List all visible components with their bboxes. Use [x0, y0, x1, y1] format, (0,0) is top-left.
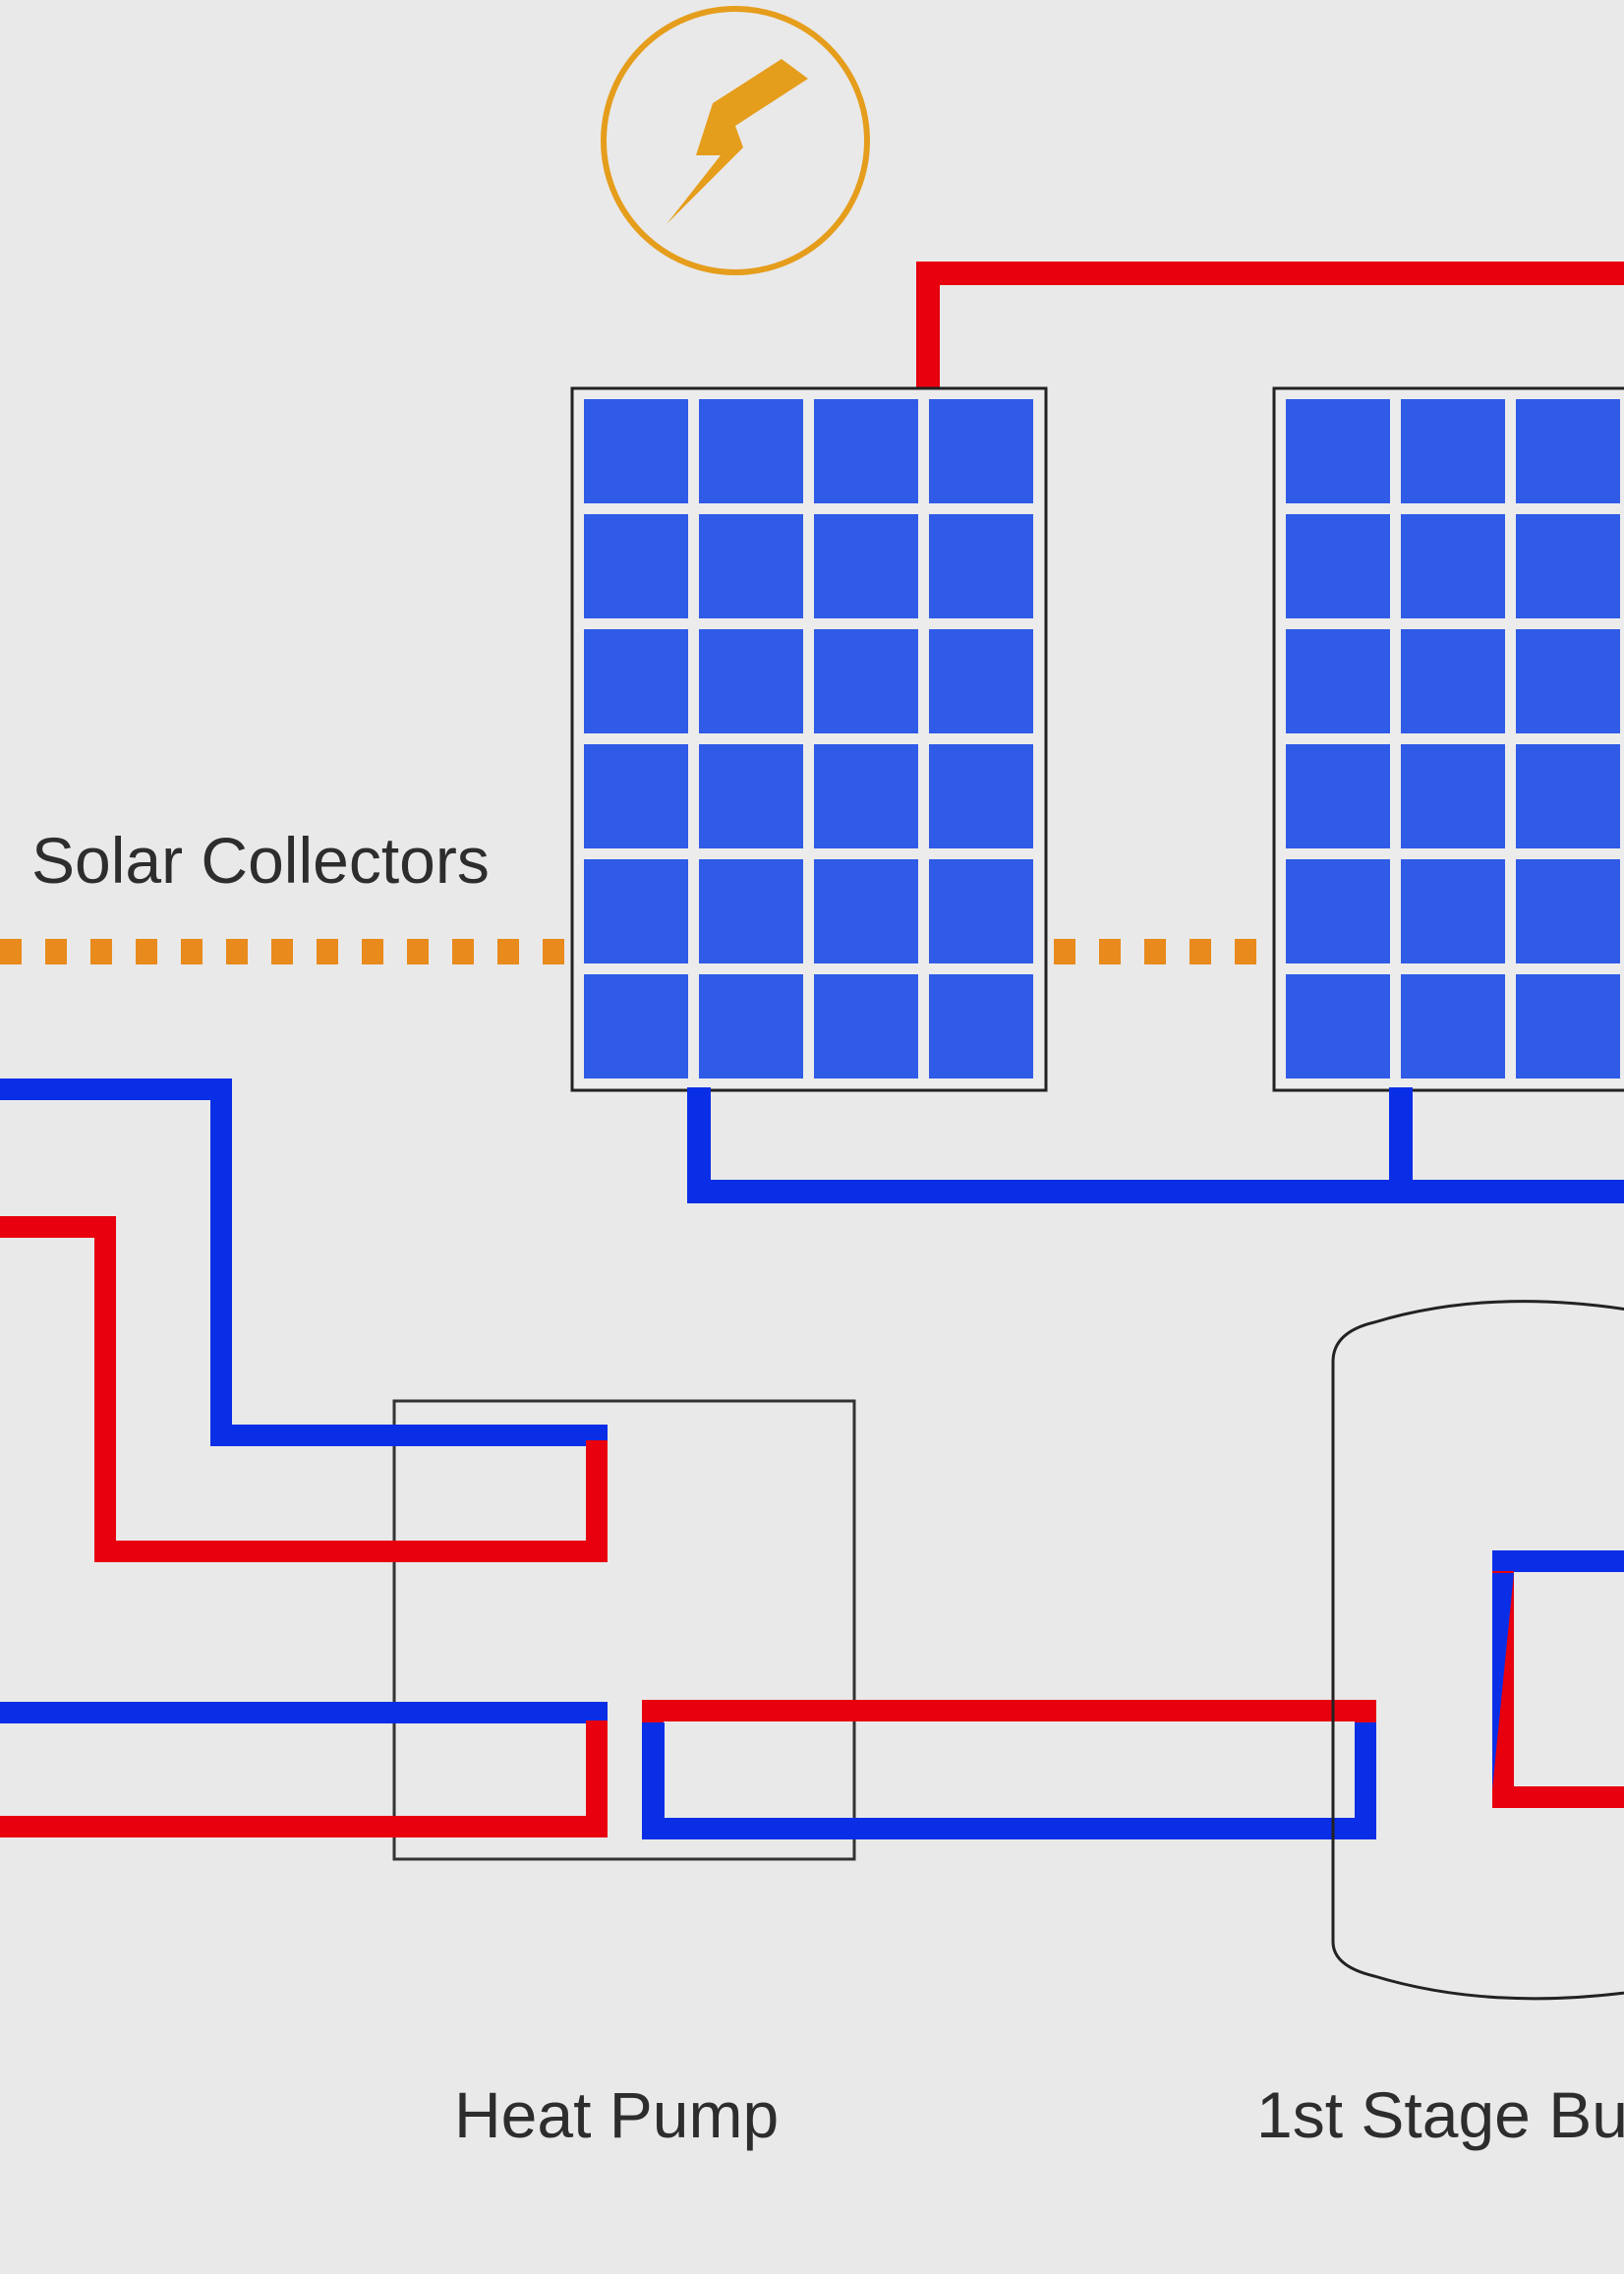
solar-cell: [814, 859, 918, 963]
cold-pipe-upper-loop: [0, 1079, 608, 1542]
solar-cell: [1286, 974, 1390, 1079]
solar-cell: [1516, 514, 1620, 618]
solar-cell: [699, 514, 803, 618]
solar-cell: [699, 974, 803, 1079]
solar-cell: [1286, 514, 1390, 618]
solar-cell: [584, 629, 688, 733]
solar-cell: [929, 514, 1033, 618]
hot-pipe-tank-coil: [1492, 1571, 1624, 1808]
hot-pipe-middle-loop: [642, 1700, 1376, 1819]
buffer-stage-label: 1st Stage Bu: [1256, 2078, 1624, 2151]
lightning-bolt-icon: [601, 6, 870, 275]
solar-cell: [1401, 974, 1505, 1079]
lower-left-exchange: [586, 1722, 608, 1824]
solar-cell: [1516, 859, 1620, 963]
middle-loop-exchange-left: [643, 1722, 665, 1821]
cold-pipe-tank-coil: [1492, 1550, 1624, 1787]
solar-cell: [814, 514, 918, 618]
solar-collector-panel-1: [570, 386, 1048, 1092]
upper-loop-exchange: [586, 1445, 608, 1548]
solar-cell: [699, 629, 803, 733]
solar-cell: [814, 399, 918, 503]
solar-cell: [584, 744, 688, 848]
solar-cell: [584, 859, 688, 963]
solar-cell: [1401, 514, 1505, 618]
buffer-tank: [1331, 1300, 1624, 2001]
hot-pipe-collector-feed: [916, 262, 1624, 391]
solar-cell: [1516, 399, 1620, 503]
solar-cell: [929, 629, 1033, 733]
solar-cell: [814, 629, 918, 733]
solar-cell: [929, 744, 1033, 848]
cold-pipe-middle-loop: [642, 1722, 1376, 1839]
power-icon-bolt: [667, 59, 808, 224]
middle-loop-exchange-right: [1355, 1722, 1376, 1821]
hot-pipe-upper-loop: [0, 1216, 608, 1562]
solar-cell: [814, 744, 918, 848]
solar-cell: [1286, 859, 1390, 963]
cold-pipe-lower-left: [0, 1702, 608, 1817]
solar-cell: [584, 514, 688, 618]
solar-cell: [584, 974, 688, 1079]
solar-cell: [699, 859, 803, 963]
solar-cell: [929, 974, 1033, 1079]
heat-pump-label: Heat Pump: [454, 2078, 780, 2151]
solar-cell: [814, 974, 918, 1079]
solar-cell: [1401, 859, 1505, 963]
solar-collector-panel-2: [1272, 386, 1624, 1092]
solar-cell: [1401, 629, 1505, 733]
solar-cell: [929, 859, 1033, 963]
hot-pipe-lower-left: [0, 1720, 608, 1837]
solar-cell: [1401, 399, 1505, 503]
solar-cell: [1286, 629, 1390, 733]
solar-cell: [699, 744, 803, 848]
solar-cell: [1516, 744, 1620, 848]
solar-cell: [929, 399, 1033, 503]
solar-cell: [1286, 399, 1390, 503]
solar-cell: [1516, 974, 1620, 1079]
solar-collectors-label: Solar Collectors: [31, 824, 490, 897]
power-icon-ring: [601, 6, 870, 275]
solar-cell: [1401, 744, 1505, 848]
solar-cell: [699, 399, 803, 503]
tank-coil-exchange: [1492, 1573, 1514, 1789]
solar-cell: [1516, 629, 1620, 733]
heat-pump-unit: [392, 1399, 856, 1861]
solar-cell: [584, 399, 688, 503]
solar-cell: [1286, 744, 1390, 848]
cold-pipe-collector-return: [687, 1087, 1624, 1203]
